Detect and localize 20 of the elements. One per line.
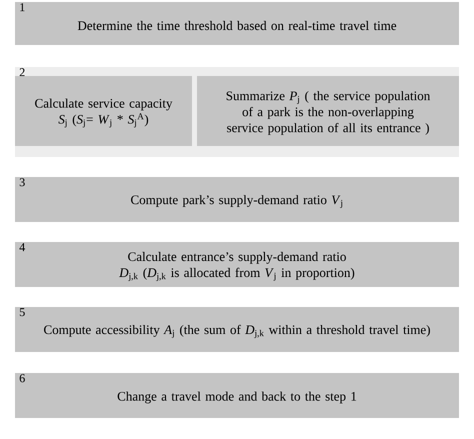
step-box: [15, 372, 459, 418]
step-number: 1: [20, 3, 24, 12]
step-box: [15, 242, 459, 287]
step-text: Calculate service capacity S$_{j}$ (S$_{j}$= W$_{j}$ *S$_{j}$$^{A}$): [35, 98, 172, 128]
step-text: Calculate entrance’s supply-demand ratio D$_{j,k}$ (D$_{j,k}$ is allocated from V$_{j}$ in proportion): [119, 252, 354, 282]
step-text: Compute park’s supply-demand ratio V$_{j}$: [131, 195, 342, 208]
step-box: [197, 76, 459, 146]
step-box: [15, 76, 192, 146]
step-number: 6: [20, 374, 25, 382]
step-number: 2: [20, 68, 25, 76]
step-box: [15, 2, 459, 45]
step-number: 3: [20, 178, 25, 186]
step-number: 4: [19, 243, 26, 252]
step-box: [15, 177, 459, 222]
step-text: Compute accessibility A$_{j}$ (the sum of D$_{j,k}$ within a threshold travel time): [44, 324, 430, 338]
step-text: Summarize P$_{j}$ ( the service population of a park is the non-overlapping service population of all its entrance ): [226, 91, 430, 135]
step-text: Determine the time threshold based on real-time travel time: [78, 20, 396, 30]
step-box: [15, 307, 459, 352]
step-number: 5: [20, 308, 25, 316]
step-text: Change a travel mode and back to the step 1: [118, 392, 356, 404]
